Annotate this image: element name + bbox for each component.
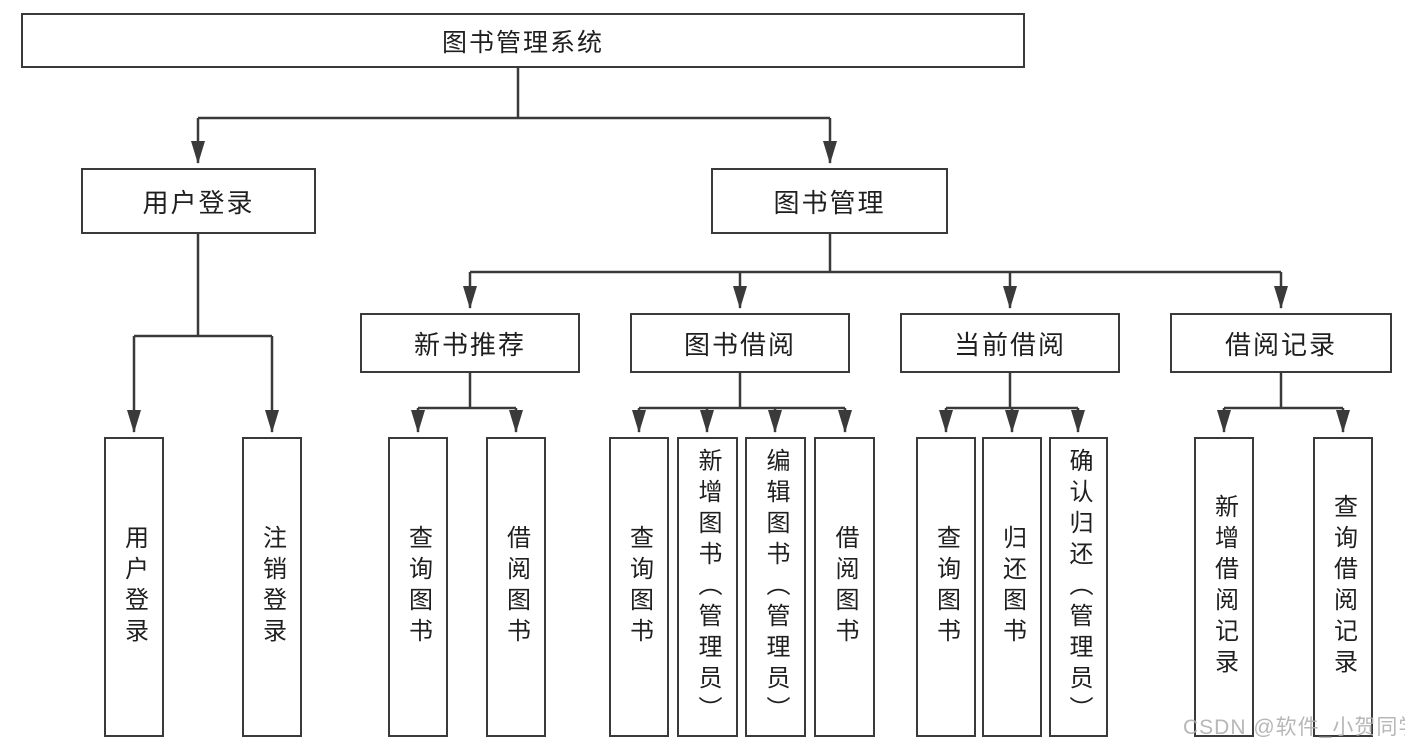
leaf-edit-book-admin: 编辑图书（管理员）: [745, 437, 806, 737]
leaf-logout: 注销登录: [242, 437, 302, 737]
leaf-add-book-admin: 新增图书（管理员）: [677, 437, 738, 737]
watermark-text: CSDN @软件_小贺同学: [1183, 716, 1405, 739]
leaf-query-book-current: 查询图书: [916, 437, 976, 737]
node-borrow-records: 借阅记录: [1170, 313, 1392, 373]
leaf-query-book-recommend: 查询图书: [388, 437, 448, 737]
leaf-return-book: 归还图书: [982, 437, 1042, 737]
leaf-borrow-book-recommend: 借阅图书: [486, 437, 546, 737]
leaf-add-borrow-record: 新增借阅记录: [1194, 437, 1254, 737]
node-book-management: 图书管理: [711, 168, 948, 234]
node-root-system: 图书管理系统: [21, 13, 1025, 68]
leaf-query-book-borrow: 查询图书: [609, 437, 669, 737]
leaf-query-borrow-record: 查询借阅记录: [1313, 437, 1373, 737]
node-current-borrow: 当前借阅: [900, 313, 1120, 373]
leaf-borrow-book: 借阅图书: [814, 437, 875, 737]
node-user-login-module: 用户登录: [81, 168, 316, 234]
node-new-book-recommend: 新书推荐: [360, 313, 580, 373]
leaf-confirm-return-admin: 确认归还（管理员）: [1049, 437, 1108, 737]
leaf-user-login: 用户登录: [104, 437, 164, 737]
node-book-borrow: 图书借阅: [630, 313, 850, 373]
